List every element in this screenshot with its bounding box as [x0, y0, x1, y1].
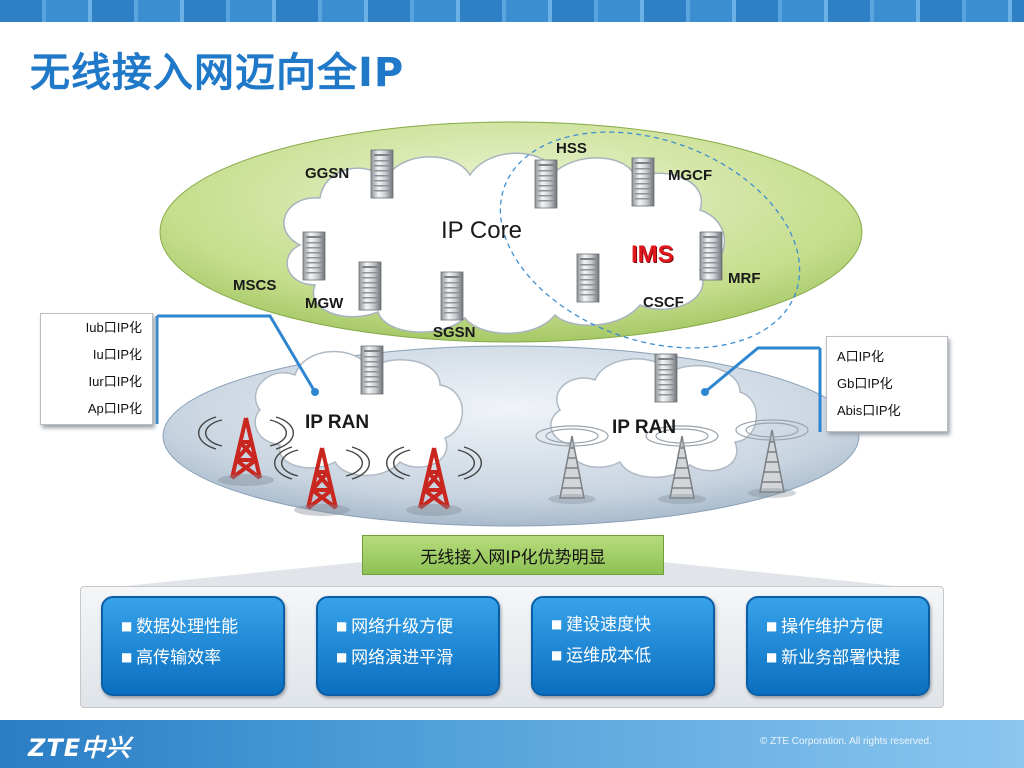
advantage-item: 操作维护方便	[766, 612, 928, 643]
callout-item: Iub口IP化	[85, 320, 142, 335]
mgw-label: MGW	[305, 295, 344, 312]
mscs-label: MSCS	[233, 277, 277, 294]
advantage-item: 网络升级方便	[336, 612, 498, 643]
right-connector-dot	[701, 388, 709, 396]
top-banner	[0, 0, 1024, 22]
mrf-label: MRF	[728, 270, 761, 287]
right-interface-callout: A口IP化 Gb口IP化 Abis口IP化	[826, 336, 948, 432]
ims-label: IMS	[631, 241, 674, 268]
copyright-text: © ZTE Corporation. All rights reserved.	[760, 736, 932, 747]
right-ran-towers	[535, 419, 809, 505]
advantage-box-1: 数据处理性能 高传输效率	[101, 596, 285, 696]
advantage-banner: 无线接入网IP化优势明显	[362, 535, 664, 575]
advantage-box-2: 网络升级方便 网络演进平滑	[316, 596, 500, 696]
cscf-label: CSCF	[643, 294, 684, 311]
callout-connectors	[155, 314, 822, 432]
advantage-item: 数据处理性能	[121, 612, 283, 643]
zte-logo: ZTE中兴	[28, 734, 132, 762]
sgsn-label: SGSN	[433, 324, 476, 341]
hss-label: HSS	[556, 140, 587, 157]
right-ran-label: IP RAN	[612, 417, 677, 438]
left-connector-dot	[311, 388, 319, 396]
left-ran-towers	[198, 416, 482, 518]
advantage-item: 运维成本低	[551, 641, 713, 672]
advantage-item: 高传输效率	[121, 643, 283, 674]
advantage-box-3: 建设速度快 运维成本低	[531, 596, 715, 696]
ggsn-label: GGSN	[305, 165, 350, 182]
callout-item: Iur口IP化	[88, 374, 142, 389]
advantage-item: 新业务部署快捷	[766, 643, 928, 674]
left-interface-callout: Iub口IP化 Iu口IP化 Iur口IP化 Ap口IP化	[40, 313, 153, 425]
left-ran-label: IP RAN	[305, 412, 370, 433]
advantage-item: 建设速度快	[551, 610, 713, 641]
callout-item: A口IP化	[837, 349, 884, 364]
callout-item: Abis口IP化	[837, 403, 901, 418]
left-ran-cloud	[254, 350, 464, 477]
mgcf-label: MGCF	[668, 167, 713, 184]
page-title: 无线接入网迈向全IP	[30, 50, 405, 96]
advantage-item: 网络演进平滑	[336, 643, 498, 674]
ims-boundary	[499, 131, 801, 349]
advantage-box-4: 操作维护方便 新业务部署快捷	[746, 596, 930, 696]
callout-item: Ap口IP化	[87, 401, 142, 416]
callout-item: Iu口IP化	[92, 347, 142, 362]
ip-core-label: IP Core	[441, 217, 522, 244]
callout-item: Gb口IP化	[837, 376, 893, 391]
footer-bar	[0, 720, 1024, 768]
